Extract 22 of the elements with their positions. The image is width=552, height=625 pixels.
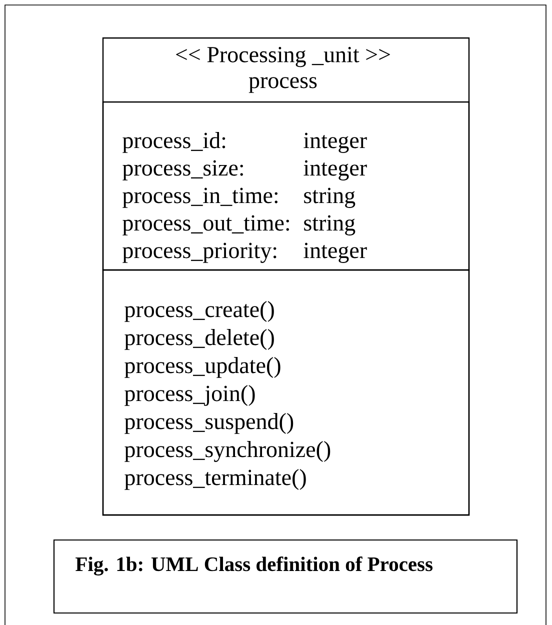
method-name: process_synchronize()	[124, 441, 330, 462]
class-stereotype: << Processing _unit >>	[176, 46, 390, 68]
method-compartment	[102, 269, 470, 516]
method-name: process_join()	[124, 385, 255, 406]
class-name: process	[248, 77, 317, 93]
method-name: process_terminate()	[124, 469, 306, 490]
attribute-compartment	[102, 101, 470, 271]
attribute-name: process_in_time:	[122, 188, 278, 208]
attribute-type: integer	[304, 160, 367, 180]
attribute-name: process_priority:	[122, 242, 276, 263]
attribute-type: string	[304, 215, 356, 236]
attribute-type: string	[304, 188, 356, 208]
attribute-name: process_out_time:	[122, 215, 289, 236]
attribute-name: process_id:	[122, 132, 226, 153]
method-name: process_delete()	[124, 329, 274, 350]
method-name: process_suspend()	[124, 413, 294, 434]
method-name: process_update()	[124, 357, 280, 378]
caption-box: Fig. 1b: UML Class definition of Process	[53, 539, 518, 614]
attribute-type: integer	[304, 242, 367, 263]
attribute-name: process_size:	[122, 160, 243, 180]
method-name: process_create()	[124, 301, 274, 322]
attribute-type: integer	[304, 132, 367, 153]
